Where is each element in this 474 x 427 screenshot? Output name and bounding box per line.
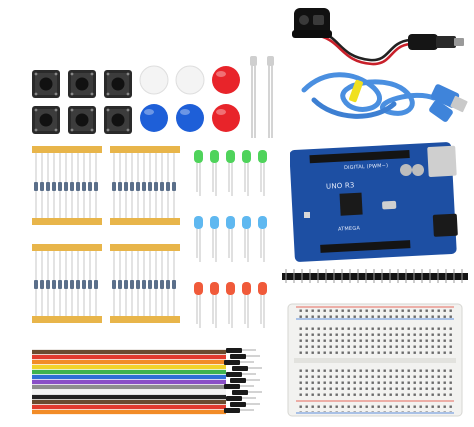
uno-development-board: UNO R3 DIGITAL (PWM~) ATMEGA (290, 142, 462, 262)
board-chip-text: ATMEGA (337, 225, 361, 233)
button-caps (139, 65, 240, 132)
jumper-wire-bundle (32, 348, 262, 415)
resistor-strips (31, 145, 181, 324)
leds (193, 149, 268, 329)
battery-snap-connector (292, 8, 464, 66)
mini-breadboard (287, 303, 463, 417)
pin-header-strip (282, 269, 468, 283)
usb-cable (301, 72, 468, 122)
board-brand-text: UNO R3 (325, 181, 355, 191)
ldr-photoresistors (250, 56, 274, 138)
tactile-push-buttons (32, 70, 132, 134)
